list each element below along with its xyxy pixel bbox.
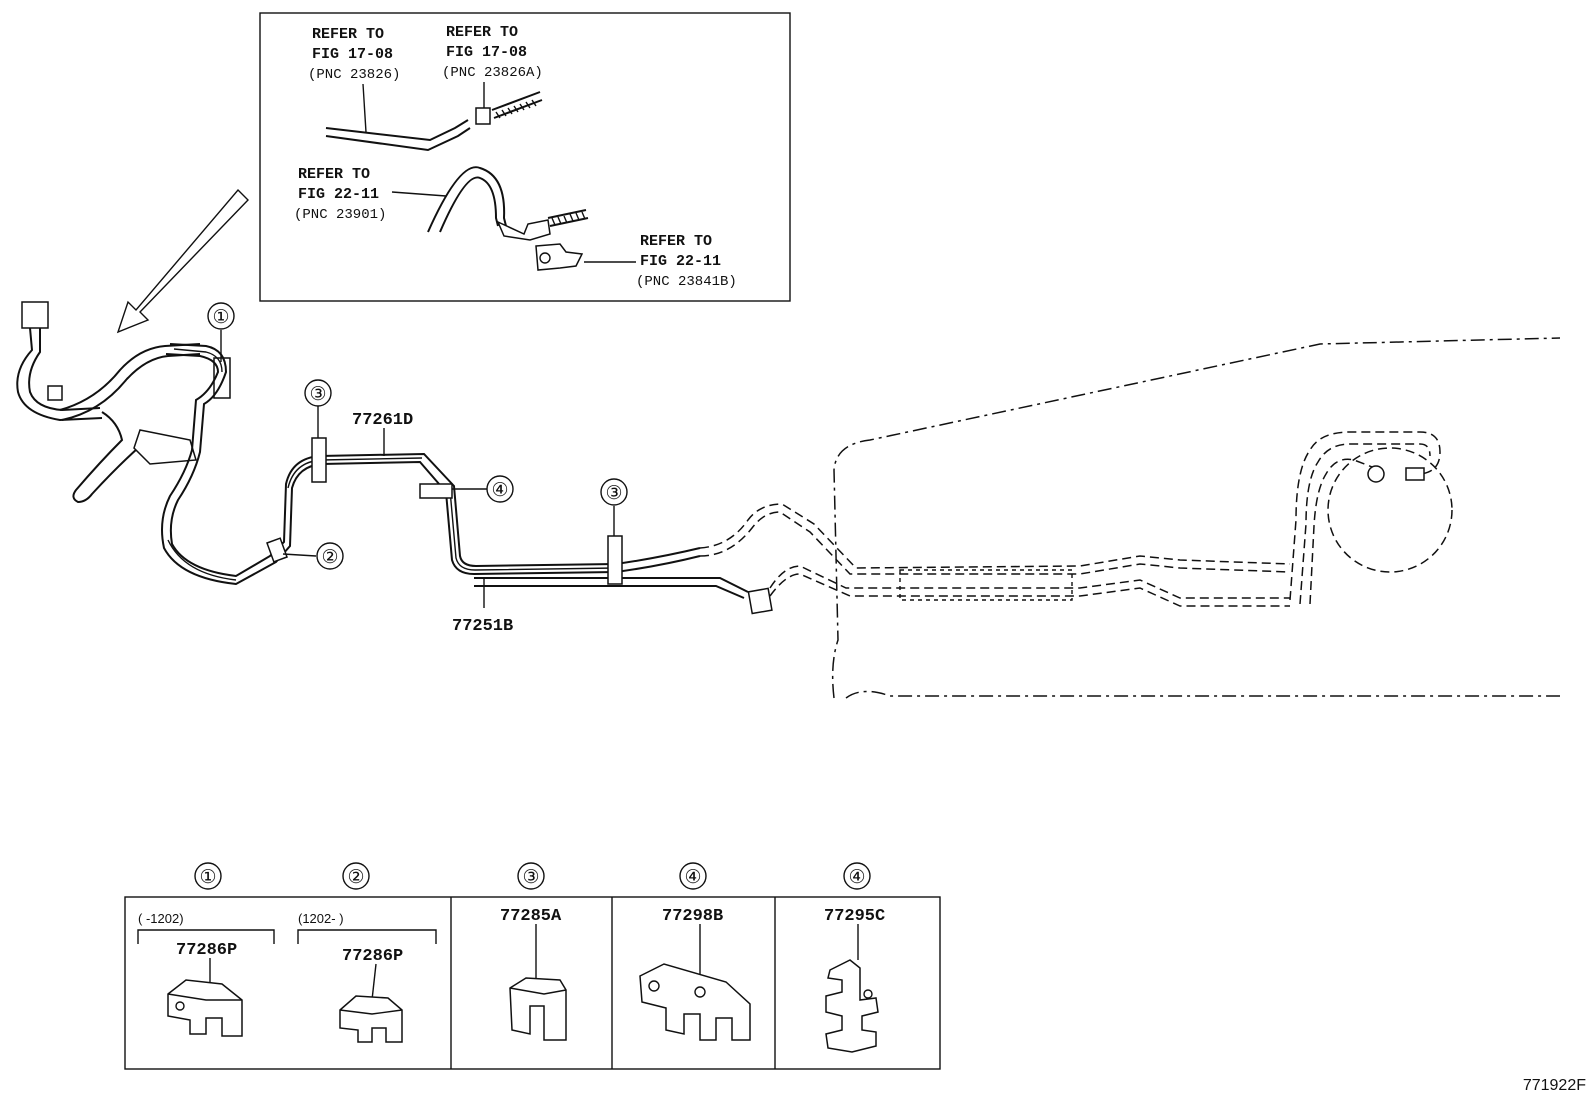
legend-part-1: 77286P xyxy=(176,941,237,960)
inset-ref1-line2: FIG 17-08 xyxy=(312,46,393,63)
main-diagram: ① ② ③ ④ ③ 77261D 77251B xyxy=(16,301,1561,699)
inset-ref2-line1: REFER TO xyxy=(446,24,518,41)
inset-ref4-line1: REFER TO xyxy=(640,233,712,250)
callout-3a: ③ xyxy=(309,384,326,405)
inset-ref2-line2: FIG 17-08 xyxy=(446,44,527,61)
inset-leader-1 xyxy=(362,83,367,133)
legend-callout-2: ② xyxy=(347,867,364,888)
clip-3-mark-b xyxy=(607,535,623,585)
inset-pipe-lower-a xyxy=(427,166,507,233)
inset-pipe-upper-b xyxy=(325,127,471,152)
inset-ref3-pnc: (PNC 23901) xyxy=(294,207,386,223)
legend-part-4b: 77295C xyxy=(824,907,885,926)
legend-callout-4a: ④ xyxy=(684,867,701,888)
legend-callout-3: ③ xyxy=(522,867,539,888)
left-connector-block xyxy=(21,301,49,329)
legend-part-2: 77286P xyxy=(342,947,403,966)
callout-3b: ③ xyxy=(605,483,622,504)
callout-4-circle xyxy=(486,475,514,503)
inset-quick-connector xyxy=(496,219,551,241)
inset-pipe-lower-b xyxy=(439,176,499,233)
inset-ref3-line2: FIG 22-11 xyxy=(298,186,379,203)
inset-ref4-line2: FIG 22-11 xyxy=(640,253,721,270)
legend-part-3: 77285A xyxy=(500,907,562,926)
inset-frame xyxy=(259,12,791,302)
legend-range-1: ( -1202) xyxy=(138,911,184,926)
parts-legend: ① ② ③ ④ ④ ( -1202) (1202- ) 77286P 77286… xyxy=(124,862,941,1070)
clip-4-mark xyxy=(419,483,453,499)
inset-pipe-upper-a xyxy=(325,119,469,142)
main-pipe-run xyxy=(161,343,749,599)
callout-1-circle xyxy=(207,302,235,330)
clip-77295C-icon xyxy=(825,924,879,1053)
inset-ref4-pnc: (PNC 23841B) xyxy=(636,274,737,290)
legend-frame xyxy=(124,896,941,1070)
inset-ref3-line1: REFER TO xyxy=(298,166,370,183)
left-junction-part xyxy=(133,429,197,465)
inset-connector-small xyxy=(475,107,491,125)
end-connector-part xyxy=(747,587,773,615)
part-77261D-label: 77261D xyxy=(352,411,413,430)
legend-part-4a: 77298B xyxy=(662,907,723,926)
callout-3b-circle xyxy=(600,478,628,506)
tank-outline-top xyxy=(831,337,1561,699)
clip-77285A-icon xyxy=(509,924,567,1041)
clip-2-mark xyxy=(266,537,288,563)
inset-detail: REFER TO FIG 17-08 (PNC 23826) REFER TO … xyxy=(259,12,791,302)
part-77251B-label: 77251B xyxy=(452,617,513,636)
inset-leader-3 xyxy=(391,191,447,197)
callout-1: ① xyxy=(212,307,229,328)
clip-77286P-a-icon xyxy=(167,958,243,1037)
callout-2-circle xyxy=(316,542,344,570)
view-arrow-icon xyxy=(116,188,249,334)
tank-sender-circle xyxy=(1327,447,1453,573)
tank-outline-bottom xyxy=(845,690,1560,699)
clip-3-mark-a xyxy=(311,437,327,483)
figure-id: 771922F xyxy=(1523,1077,1586,1094)
inset-ref1-pnc: (PNC 23826) xyxy=(308,67,400,83)
callout-2: ② xyxy=(321,547,338,568)
callout-4: ④ xyxy=(491,480,508,501)
callout-3a-circle xyxy=(304,379,332,407)
inset-clip-part xyxy=(535,243,584,271)
clip-77286P-b-icon xyxy=(339,963,403,1043)
clip-77298B-icon xyxy=(639,924,751,1041)
legend-callout-4b: ④ xyxy=(848,867,865,888)
inset-hose-2 xyxy=(547,209,589,227)
inset-ref2-pnc: (PNC 23826A) xyxy=(442,65,543,81)
legend-callout-1: ① xyxy=(199,867,216,888)
legend-range-2: (1202- ) xyxy=(298,911,344,926)
inset-ref1-line1: REFER TO xyxy=(312,26,384,43)
